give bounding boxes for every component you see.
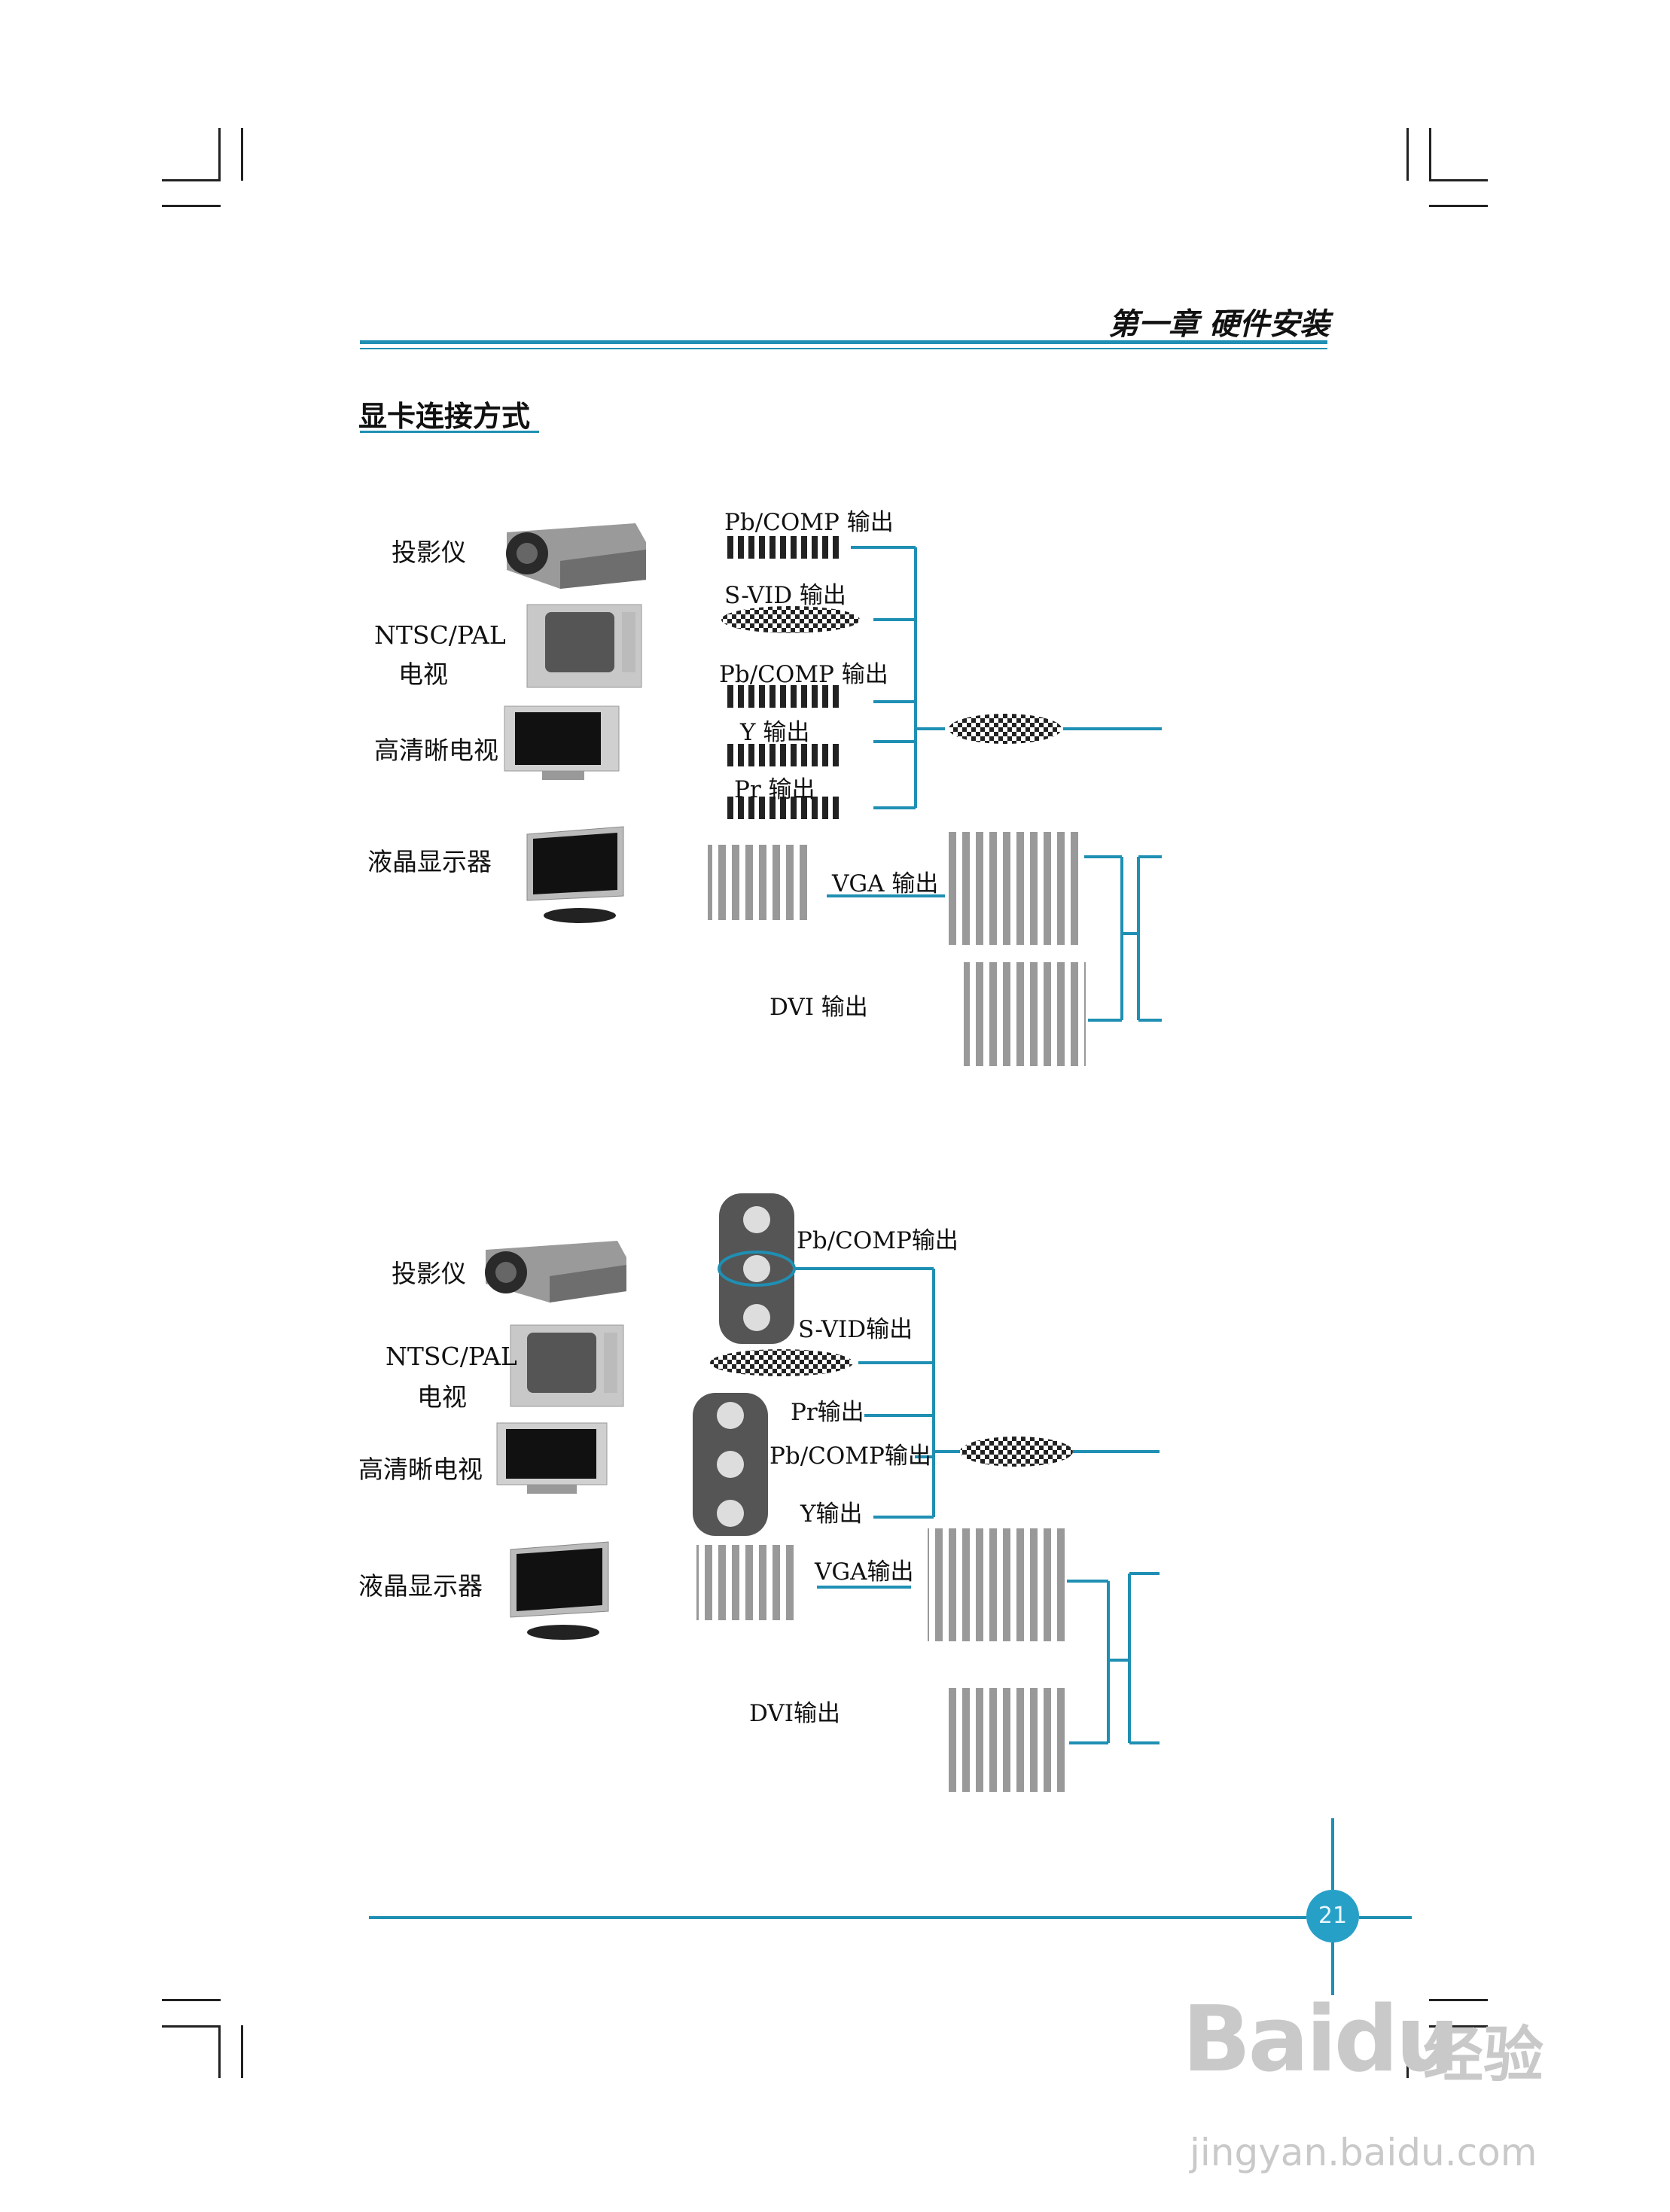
output-label: Pb/COMP 输出 (724, 509, 894, 536)
lcd-monitor-image (526, 826, 624, 923)
cable-icons (708, 536, 1086, 1066)
diagram-1 (504, 523, 1162, 1066)
crop-mark (1429, 1999, 1488, 2001)
section-title: 显卡连接方式 (358, 400, 531, 433)
crop-mark (1406, 2025, 1409, 2078)
crop-mark (218, 128, 221, 181)
output-label: S-VID 输出 (724, 582, 846, 609)
crop-mark (162, 205, 221, 207)
footer-vertical-rule (1331, 1942, 1334, 1995)
device-label-lcd: 液晶显示器 (367, 847, 492, 876)
output-label: Pr输出 (791, 1399, 864, 1426)
output-label: VGA 输出 (832, 870, 939, 897)
crop-mark (1429, 2025, 1488, 2028)
device-label-crt-tv: NTSC/PAL 电视 (386, 1342, 517, 1412)
device-label-hdtv: 高清晰电视 (358, 1455, 483, 1484)
hdtv-image (496, 1422, 608, 1494)
crt-tv-image (526, 604, 642, 688)
chapter-title: 第一章 硬件安装 (1108, 306, 1330, 342)
diagram-2 (485, 1193, 1160, 1792)
device-label-lcd: 液晶显示器 (358, 1571, 483, 1601)
output-label: Pb/COMP输出 (797, 1227, 958, 1254)
rca-jack-blocks (693, 1193, 796, 1536)
lcd-monitor-image (510, 1541, 609, 1640)
output-label: DVI 输出 (769, 994, 868, 1021)
crop-mark (162, 2025, 221, 2028)
watermark: Baidu 经验 jingyan.baidu.com (1175, 1980, 1566, 2191)
output-label: VGA输出 (815, 1558, 914, 1586)
cable-icons (696, 1349, 1073, 1792)
connector-lines (827, 546, 1162, 1022)
footer-vertical-rule (1331, 1818, 1334, 1890)
watermark-logo: Baidu (1182, 1988, 1460, 2092)
device-label-projector: 投影仪 (392, 538, 466, 567)
crop-mark (1429, 205, 1488, 207)
crt-tv-image (510, 1324, 624, 1407)
footer-rule-right (1359, 1916, 1412, 1919)
header-rule-thin (360, 348, 1327, 349)
crop-mark (162, 1999, 221, 2001)
projector-image (485, 1241, 626, 1303)
crop-mark (241, 128, 243, 181)
crop-mark (1429, 128, 1431, 181)
footer-rule (369, 1916, 1306, 1919)
device-label-crt-tv: NTSC/PAL 电视 (374, 620, 506, 689)
output-label: Y 输出 (740, 719, 810, 746)
output-label: Pb/COMP 输出 (719, 661, 888, 688)
connector-lines (794, 1267, 1160, 1744)
device-label-hdtv: 高清晰电视 (374, 736, 498, 765)
output-label: S-VID输出 (798, 1316, 913, 1343)
crop-mark (241, 2025, 243, 2078)
watermark-url: jingyan.baidu.com (1190, 2131, 1537, 2174)
header-rule (360, 340, 1327, 344)
output-label: Y输出 (800, 1501, 863, 1528)
section-underline (360, 431, 539, 433)
output-label: Pb/COMP输出 (769, 1443, 931, 1470)
output-label: Pr 输出 (734, 776, 815, 803)
crop-mark (1429, 179, 1488, 181)
hdtv-image (504, 705, 620, 780)
crop-mark (1406, 128, 1409, 181)
page-number: 21 (1306, 1890, 1359, 1942)
crop-mark (162, 179, 221, 181)
crop-mark (218, 2025, 221, 2078)
watermark-brand: 经验 (1423, 2020, 1544, 2090)
projector-image (506, 523, 646, 589)
output-label: DVI输出 (749, 1700, 840, 1727)
device-label-projector: 投影仪 (392, 1259, 466, 1288)
